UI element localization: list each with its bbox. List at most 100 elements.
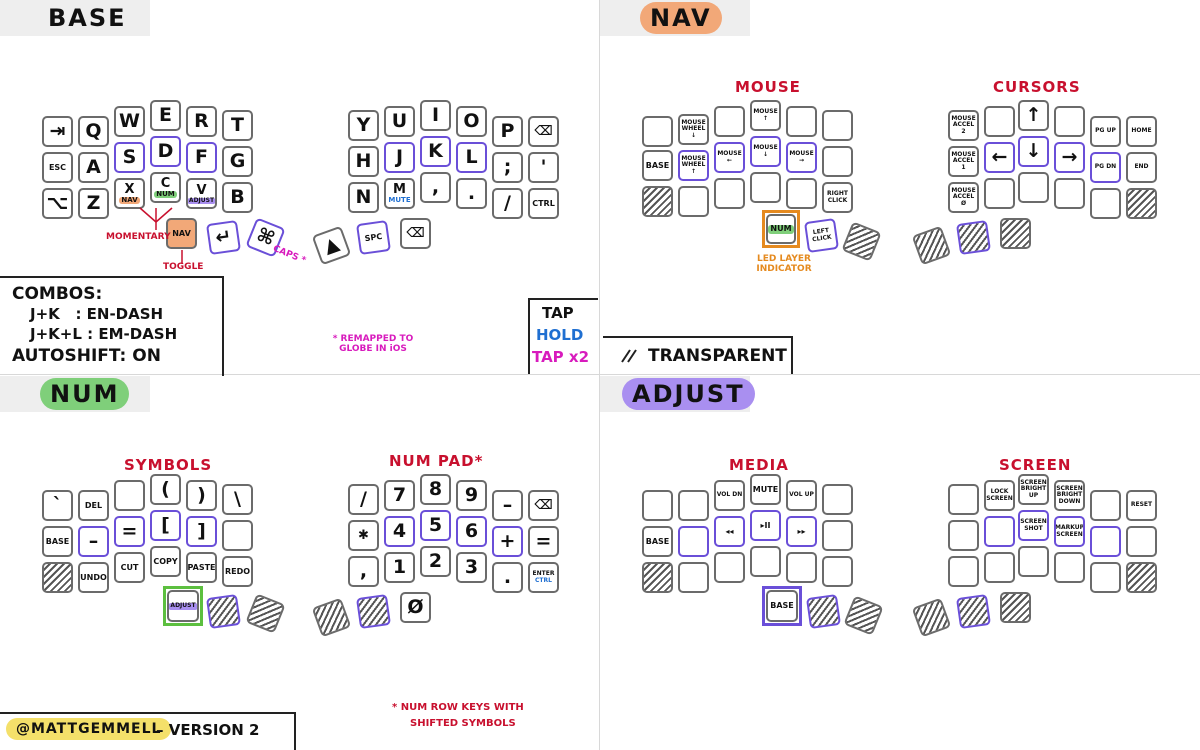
- mouse-wheel-up-key: MOUSE WHEEL ↑: [678, 150, 709, 181]
- media-title: MEDIA: [729, 456, 789, 474]
- numrow-note-line2: SHIFTED SYMBOLS: [410, 718, 516, 729]
- horizontal-divider: [0, 374, 1200, 375]
- legend-box: [528, 298, 598, 374]
- legend-tap: TAP: [542, 304, 574, 322]
- delete-key: DEL: [78, 490, 109, 521]
- transparent-key: [805, 593, 842, 630]
- mouse-title: MOUSE: [735, 78, 801, 96]
- a-key: A: [78, 152, 109, 183]
- legend-tap-x2: TAP x2: [532, 348, 590, 366]
- k-key: K: [420, 136, 451, 167]
- cursor-down-key: ↓: [1018, 136, 1049, 167]
- transparent-key: [955, 219, 992, 256]
- right-paren-key: ): [186, 480, 217, 511]
- transparent-key: [311, 597, 352, 638]
- adjust-base-thumb-key: BASE: [766, 590, 798, 622]
- brightness-down-key: SCREEN BRIGHT DOWN: [1054, 480, 1085, 511]
- comma-key: ,: [420, 172, 451, 203]
- nav-blank-key: [714, 178, 745, 209]
- plus-key: +: [492, 526, 523, 557]
- nav-base-key: BASE: [642, 150, 673, 181]
- equals-key: =: [528, 526, 559, 557]
- nav-blank-key: [714, 106, 745, 137]
- markup-screen-key: MARKUP SCREEN: [1054, 516, 1085, 547]
- nav-blank-key: [786, 106, 817, 137]
- combo-em-dash: J+K+L : EM-DASH: [30, 325, 178, 343]
- play-pause-key: ▸II: [750, 510, 781, 541]
- right-click-key: RIGHT CLICK: [822, 182, 853, 213]
- w-key: W: [114, 106, 145, 137]
- enter-key-ctrl-hold: CTRL: [535, 576, 552, 584]
- period-key: .: [456, 178, 487, 209]
- minus-key: –: [492, 490, 523, 521]
- seven-key: 7: [384, 480, 415, 511]
- left-paren-key: (: [150, 474, 181, 505]
- v-key-adjust-badge: ADJUST: [188, 196, 215, 204]
- adjust-base-key: BASE: [642, 526, 673, 557]
- comma-key: ,: [348, 556, 379, 587]
- p-key: P: [492, 116, 523, 147]
- nav-blank-key: [1018, 172, 1049, 203]
- mouse-left-key: MOUSE ←: [714, 142, 745, 173]
- u-key: U: [384, 106, 415, 137]
- transparent-key: [642, 562, 673, 593]
- esc-key: ESC: [42, 152, 73, 183]
- q-key: Q: [78, 116, 109, 147]
- adjust-blank-key: [678, 490, 709, 521]
- m-key-mute-label: MUTE: [388, 196, 411, 204]
- numrow-note-line1: * NUM ROW KEYS WITH: [392, 702, 524, 713]
- transparent-key: [1126, 562, 1157, 593]
- d-key: D: [150, 136, 181, 167]
- paste-key: PASTE: [186, 552, 217, 583]
- annotation-lines: [139, 207, 183, 264]
- volume-down-key: VOL DN: [714, 480, 745, 511]
- mute-key: MUTE: [750, 474, 781, 505]
- z-key: Z: [78, 188, 109, 219]
- num-adjust-key: ADJUST: [167, 590, 199, 622]
- transparent-key: [1126, 188, 1157, 219]
- twitter-handle: @MATTGEMMELL: [6, 718, 172, 740]
- transparent-key: [841, 221, 882, 262]
- led-indicator-label: LED LAYER INDICATOR: [756, 254, 812, 274]
- adjust-blank-key: [1018, 546, 1049, 577]
- t-key: T: [222, 110, 253, 141]
- nav-blank-key: [678, 186, 709, 217]
- r-key: R: [186, 106, 217, 137]
- backslash-key: \: [222, 484, 253, 515]
- backspace-thumb-key: ⌫: [400, 218, 431, 249]
- momentary-label: MOMENTARY: [106, 232, 171, 242]
- adjust-blank-key: [786, 552, 817, 583]
- equals-key: =: [114, 516, 145, 547]
- mouse-accel-2-key: MOUSE ACCEL 2: [948, 110, 979, 141]
- c-key-num-badge: NUM: [154, 190, 177, 198]
- transparent-key: [205, 593, 242, 630]
- left-click-key: LEFT CLICK: [803, 217, 840, 254]
- transparent-key: [911, 225, 952, 266]
- transparent-legend-box: [603, 336, 793, 374]
- adjust-blank-key: [714, 552, 745, 583]
- asterisk-key: ✱: [348, 520, 379, 551]
- transparent-key: [642, 186, 673, 217]
- adjust-blank-key: [822, 556, 853, 587]
- adjust-blank-key: [822, 484, 853, 515]
- slash-key: /: [348, 484, 379, 515]
- nav-blank-key: [822, 110, 853, 141]
- left-bracket-key: [: [150, 510, 181, 541]
- m-key: M MUTE: [384, 178, 415, 209]
- screen-title: SCREEN: [999, 456, 1072, 474]
- nine-key: 9: [456, 480, 487, 511]
- end-key: END: [1126, 152, 1157, 183]
- c-key: C NUM: [150, 172, 181, 203]
- remapped-note: * REMAPPED TO GLOBE IN iOS: [332, 334, 414, 354]
- adjust-blank-key: [948, 520, 979, 551]
- nav-num-badge: NUM: [768, 224, 794, 234]
- page-up-key: PG UP: [1090, 116, 1121, 147]
- numpad-title: NUM PAD*: [389, 452, 484, 470]
- v-key-label: V: [196, 182, 207, 198]
- l-key: L: [456, 142, 487, 173]
- period-key: .: [492, 562, 523, 593]
- y-key: Y: [348, 110, 379, 141]
- four-key: 4: [384, 516, 415, 547]
- backspace-key: ⌫: [528, 490, 559, 521]
